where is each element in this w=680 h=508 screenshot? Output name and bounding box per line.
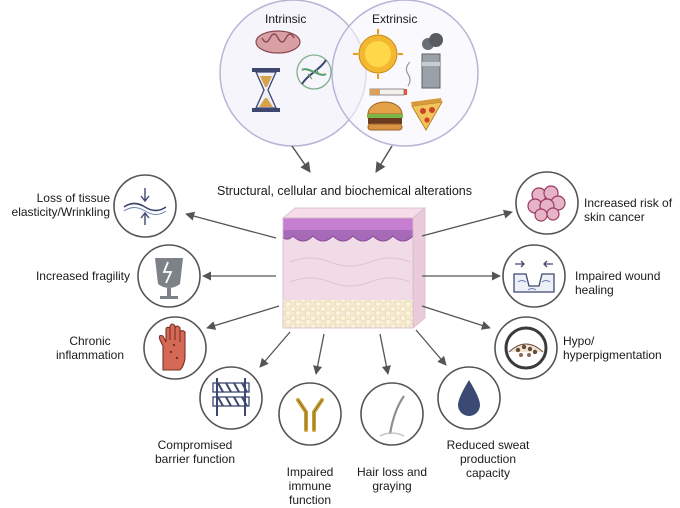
barrier-icon [212,378,250,416]
pizza-icon [411,98,443,131]
antibody-icon [296,398,324,432]
outcome-wound [502,244,566,308]
outcome-arrows [185,209,513,375]
skin-cross-section [281,207,427,329]
broken-glass-icon [155,258,183,299]
outcome-barrier [199,366,263,430]
water-drop-icon [458,380,480,416]
outcome-sweat [437,366,501,430]
outcome-hair [360,382,424,446]
sun-icon [353,29,403,79]
outcome-cancer [515,171,579,235]
label-pigment: Hypo/hyperpigmentation [563,334,662,362]
cell-cluster-icon [527,185,566,222]
intrinsic-label: Intrinsic [265,12,307,26]
burger-icon [367,101,403,131]
arrow-extrinsic [375,145,393,173]
inflamed-hand-icon [158,323,186,371]
outcome-pigment [494,316,558,380]
label-fragility: Increased fragility [35,269,130,283]
factory-icon [421,33,443,89]
extrinsic-label: Extrinsic [372,12,418,26]
wound-icon [513,260,555,293]
hair-strand-icon [379,395,405,437]
mitochondria-icon [255,30,301,54]
arrow-intrinsic [291,145,311,173]
pigment-cell-icon [504,326,548,370]
outcome-fragility [137,244,201,308]
outcome-inflammation [143,316,207,380]
outcome-elasticity [113,174,177,238]
center-title: Structural, cellular and biochemical alt… [217,184,472,198]
hourglass-icon [252,68,280,112]
dna-icon [296,54,332,90]
compression-arrows-icon [123,188,167,225]
cigarette-icon [369,61,411,96]
outcome-immune [278,382,342,446]
